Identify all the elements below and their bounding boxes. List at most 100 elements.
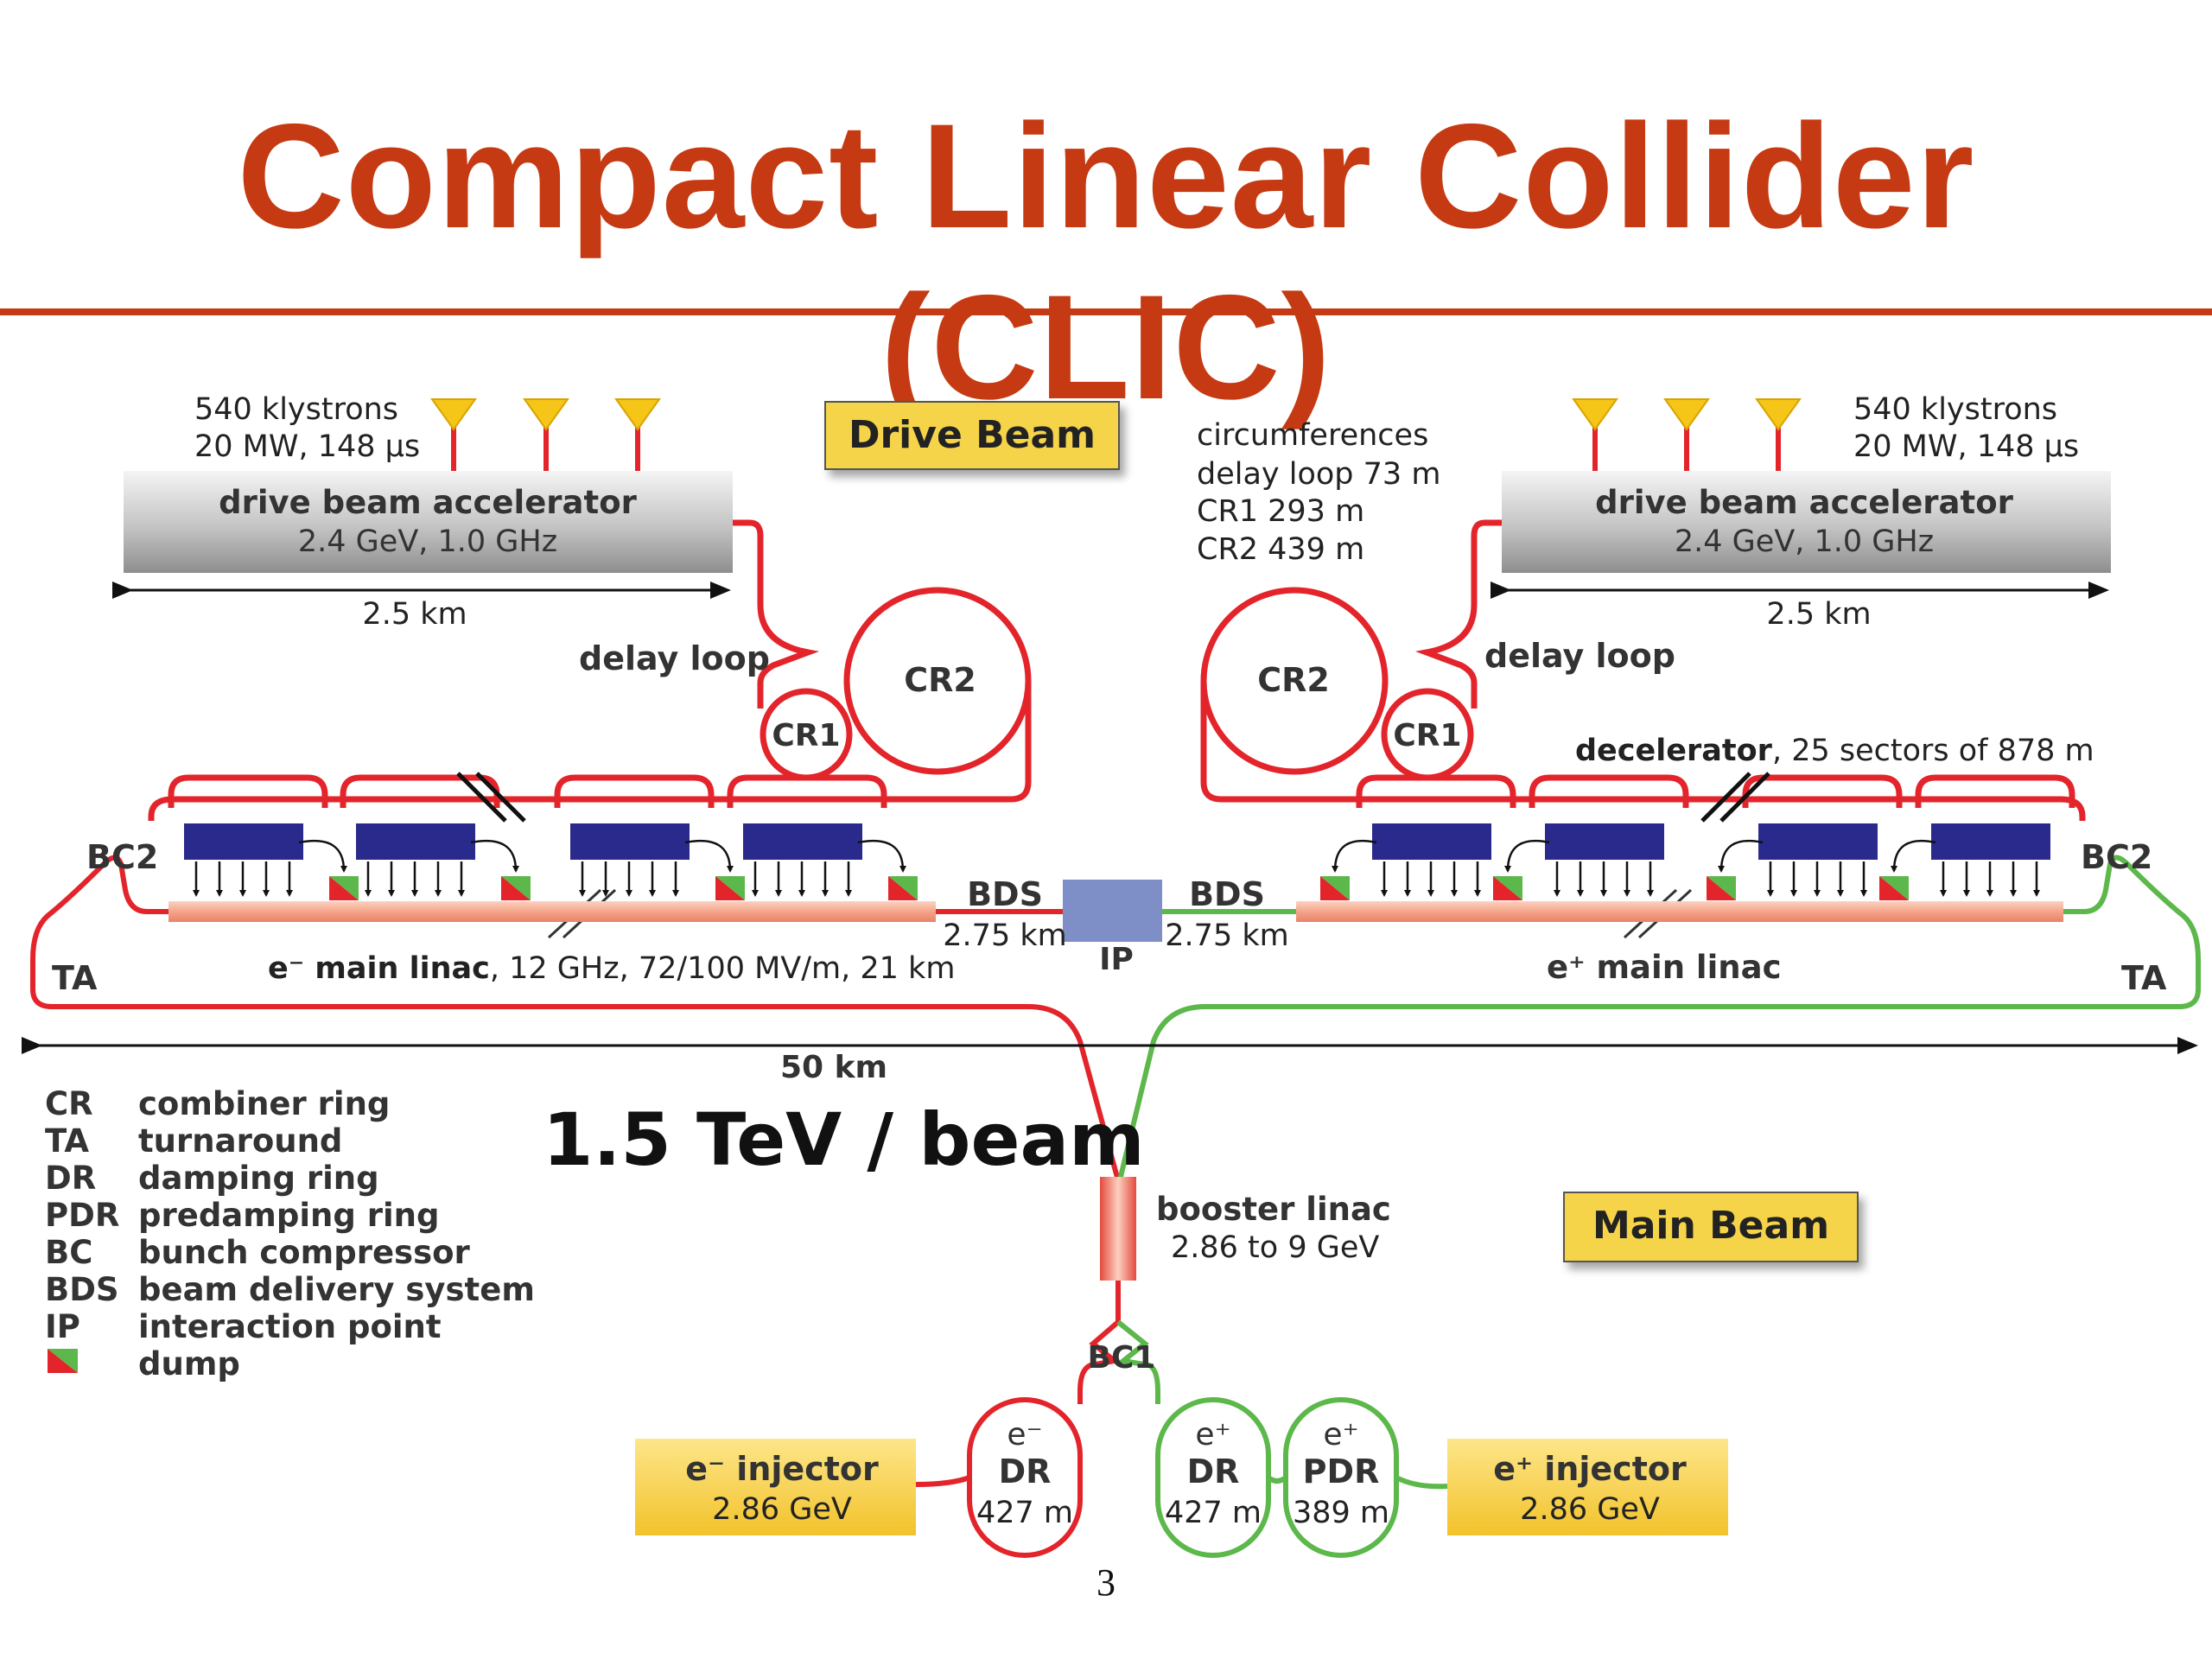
klystron-icon (523, 398, 569, 471)
pets-block (743, 823, 862, 860)
dump-icon (715, 876, 745, 900)
cr2-label: CR2 (904, 661, 976, 699)
drive-beam-loop (168, 774, 328, 808)
legend-abbr: TA (45, 1122, 89, 1160)
booster-linac (1100, 1177, 1136, 1281)
klystrons-label: 540 klystrons (194, 392, 398, 427)
ring-circumference: 389 m (1293, 1496, 1389, 1530)
accelerator-name: drive beam accelerator (1595, 484, 2014, 521)
drive-beam-to-dump-arrow (298, 839, 347, 873)
legend-description: combiner ring (138, 1085, 390, 1122)
total-length-label: 50 km (780, 1050, 887, 1085)
drive-beam-box: Drive Beam (824, 401, 1120, 470)
bds-right-label: BDS (1189, 875, 1265, 913)
legend-description: dump (138, 1345, 240, 1382)
ip-box (1063, 880, 1162, 942)
e-minus-injector-label: e⁻ injector (685, 1450, 879, 1488)
legend-abbr: CR (45, 1085, 93, 1122)
delay-loop-label: delay loop (579, 639, 770, 677)
cr1-label: CR1 (772, 718, 840, 753)
ring-circumference: 427 m (976, 1496, 1073, 1530)
ta-right-label: TA (2121, 959, 2167, 997)
delay-loop-label: delay loop (1484, 637, 1675, 675)
circumferences-title: circumferences (1197, 418, 1428, 453)
main-beam-label: Main Beam (1592, 1204, 1829, 1248)
cr2-ring (1200, 587, 1389, 775)
legend-abbr: IP (45, 1308, 80, 1345)
legend-description: predamping ring (138, 1197, 439, 1234)
circumference-cr1: CR1 293 m (1197, 494, 1364, 529)
page-number: 3 (1096, 1561, 1116, 1604)
pets-block (570, 823, 690, 860)
klystrons-spec: 20 MW, 148 μs (194, 429, 420, 464)
accelerator-spec: 2.4 GeV, 1.0 GHz (298, 524, 557, 559)
dump-icon (888, 876, 918, 900)
accelerator-spec: 2.4 GeV, 1.0 GHz (1675, 524, 1934, 559)
dump-icon (1493, 876, 1522, 900)
klystrons-spec: 20 MW, 148 μs (1853, 429, 2079, 464)
dump-icon (1707, 876, 1736, 900)
ring-particle: e⁺ (1323, 1417, 1358, 1452)
bds-right-length: 2.75 km (1165, 918, 1288, 953)
ring-particle: e⁺ (1195, 1417, 1230, 1452)
pets-block (184, 823, 303, 860)
e-minus-injector-energy: 2.86 GeV (712, 1492, 852, 1527)
drive-beam-to-dump-arrow (857, 839, 906, 873)
drive-beam-loop (1915, 774, 2075, 808)
delay-loop-line (1414, 519, 1502, 709)
legend-description: beam delivery system (138, 1271, 535, 1308)
booster-label: booster linac (1156, 1191, 1391, 1228)
e-plus-injector-line (1395, 1475, 1448, 1490)
bc2-left-label: BC2 (86, 838, 158, 876)
drive-beam-to-dump-arrow (1891, 839, 1936, 873)
drive-beam-loop (340, 774, 500, 808)
legend-description: damping ring (138, 1160, 379, 1197)
legend-abbr: PDR (45, 1197, 119, 1234)
e-plus-main-linac (1296, 901, 2063, 922)
ring-type: DR (999, 1452, 1052, 1491)
drive-beam-loop (554, 774, 715, 808)
e-plus-injector-energy: 2.86 GeV (1520, 1492, 1660, 1527)
bds-left-label: BDS (967, 875, 1043, 913)
pets-block (1758, 823, 1878, 860)
klystron-icon (1755, 398, 1802, 471)
length-label: 2.5 km (362, 597, 467, 632)
ring-type: DR (1187, 1452, 1240, 1491)
ring-type: PDR (1303, 1452, 1380, 1491)
drive-beam-loop (1742, 774, 1903, 808)
pets-block (1372, 823, 1491, 860)
pdr-dr-link (1267, 1475, 1287, 1484)
drive-beam-to-dump-arrow (684, 839, 734, 873)
circumferences-note: circumferences delay loop 73 m CR1 293 m… (1197, 418, 1440, 567)
cr2-ring (843, 587, 1032, 775)
drive-beam-transfer-line (148, 683, 1032, 821)
pets-block (1545, 823, 1664, 860)
bds-left-length: 2.75 km (943, 918, 1066, 953)
drive-beam-label: Drive Beam (849, 413, 1096, 457)
klystrons-label: 540 klystrons (1853, 392, 2057, 427)
energy-label: 1.5 TeV / beam (543, 1097, 1145, 1182)
ta-left-label: TA (52, 959, 98, 997)
left-drive-beam-complex: 540 klystrons 20 MW, 148 μs drive beam a… (112, 392, 1032, 821)
bc1-e-plus-line (1116, 1319, 1160, 1404)
cr2-label: CR2 (1257, 661, 1330, 699)
dump-icon (501, 876, 531, 900)
decelerator-label: decelerator, 25 sectors of 878 m (1575, 734, 2094, 768)
drive-beam-accelerator (1502, 471, 2111, 573)
legend-description: turnaround (138, 1122, 342, 1160)
main-beam-box: Main Beam (1563, 1192, 1859, 1262)
e-plus-injector-label: e⁺ injector (1493, 1450, 1687, 1488)
drive-beam-transfer-line (1200, 683, 2086, 821)
left-decelerator (168, 774, 918, 900)
cr1-label: CR1 (1393, 718, 1461, 753)
e-plus-linac-label: e⁺ main linac (1547, 949, 1782, 986)
bc1-label: BC1 (1088, 1340, 1156, 1376)
klystron-icon (430, 398, 477, 471)
legend-abbr: BC (45, 1234, 92, 1271)
drive-beam-loop (1356, 774, 1516, 808)
klystron-icon (614, 398, 661, 471)
right-drive-beam-complex: 540 klystrons 20 MW, 148 μs drive beam a… (1200, 392, 2111, 821)
legend-abbr: DR (45, 1160, 96, 1197)
